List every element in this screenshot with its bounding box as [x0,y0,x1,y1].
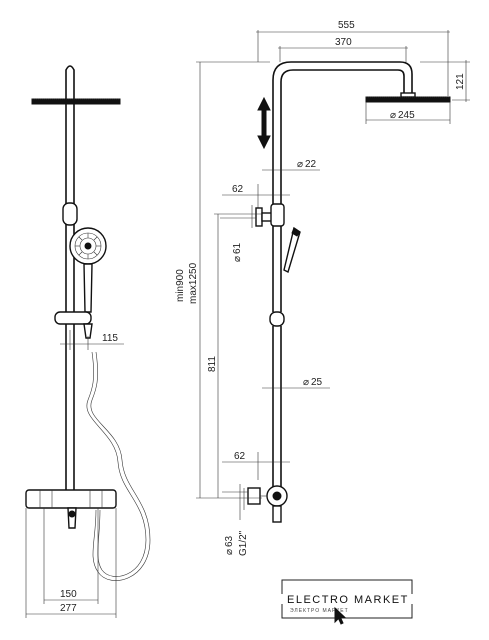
dim-pipe25-symbol: ⌀ [303,377,309,388]
front-slider [54,311,92,325]
front-hand-shower-spokes [75,233,101,259]
dim-inlet-diameter: 63 [224,535,235,547]
front-hand-shower-center [84,242,92,250]
front-hose-inner [86,351,147,577]
dim-thread: G1/2" [238,530,249,556]
side-slider [269,311,285,327]
side-arm-inner [280,69,405,190]
dim-head-height: 121 [455,73,466,90]
side-mixer-knob [247,487,261,505]
dim-mixer-width: 277 [60,603,77,614]
front-hose-outer [90,351,151,581]
front-rail-top [65,65,75,100]
dim-height-max: max1250 [188,262,199,304]
dim-centres: 150 [60,589,77,600]
side-upper-clamp [270,203,285,227]
front-slider-holder [83,323,93,339]
dim-pipe-lower-diameter: 25 [311,377,323,388]
dim-offset-upper: 62 [232,184,244,195]
dim-lower-height: 811 [207,356,218,372]
side-rain-head [365,96,451,103]
cursor-icon [334,606,347,625]
logo-title: ELECTRO MARKET [287,594,409,606]
side-holder-knob [255,207,263,227]
dim-inlet-symbol: ⌀ [224,549,235,555]
dim-head-diameter: 245 [398,110,415,121]
adjust-arrow-icon [257,96,271,150]
logo-subtitle: ЭЛЕКТРО МАРКЕТ [290,608,349,614]
front-upper-clamp [62,202,78,226]
dim-head-diameter-symbol: ⌀ [390,110,396,121]
dim-holder-diameter: 61 [232,242,243,254]
front-hand-shower-handle [83,263,93,313]
front-mixer-body [25,489,117,509]
front-rain-head [31,98,121,105]
front-view: 115 150 277 [25,65,151,618]
dim-pipe22-symbol: ⌀ [297,159,303,170]
side-arm-outer [272,61,413,190]
side-mixer-outlet [272,505,282,523]
dim-height-min: min900 [175,269,186,302]
electro-market-logo: ELECTRO MARKET ЭЛЕКТРО МАРКЕТ [281,579,413,625]
dim-holder-symbol: ⌀ [232,256,243,262]
dim-slider-offset: 115 [102,333,118,344]
dim-offset-lower: 62 [234,451,246,462]
dim-width-total: 555 [338,20,355,31]
dim-pipe-upper-diameter: 22 [305,159,317,170]
dim-width-arm: 370 [335,37,352,48]
side-view: 555 370 121 ⌀ 245 ⌀ 22 62 ⌀ 61 [175,20,470,556]
